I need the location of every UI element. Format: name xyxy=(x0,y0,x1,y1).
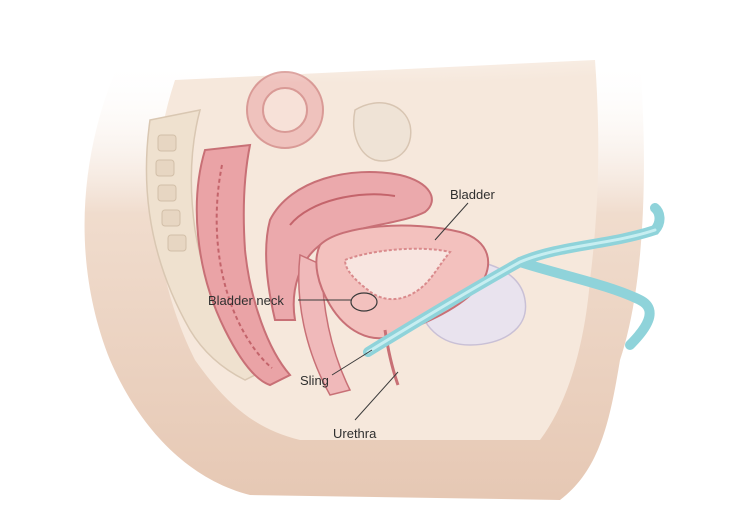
urethra xyxy=(383,329,400,386)
bladder-leader xyxy=(434,202,469,241)
sling-label: Sling xyxy=(300,373,329,388)
rectum-lining xyxy=(215,164,273,369)
bladder-label: Bladder xyxy=(450,187,495,202)
uterus-cavity xyxy=(289,193,396,226)
bladder-neck-marker xyxy=(350,292,378,312)
vertebrae xyxy=(155,134,187,252)
urethra-label: Urethra xyxy=(333,426,377,441)
urethra-leader xyxy=(354,371,399,421)
bladder-neck-label: Bladder neck xyxy=(208,293,284,308)
uterus xyxy=(265,171,433,321)
rectum xyxy=(195,143,292,387)
top-fade xyxy=(0,0,755,120)
bladder-lumen xyxy=(343,247,452,301)
sling-highlight xyxy=(366,228,657,354)
vagina xyxy=(298,253,352,396)
sling-leader xyxy=(331,349,373,376)
sling-lower-arm xyxy=(515,257,655,350)
